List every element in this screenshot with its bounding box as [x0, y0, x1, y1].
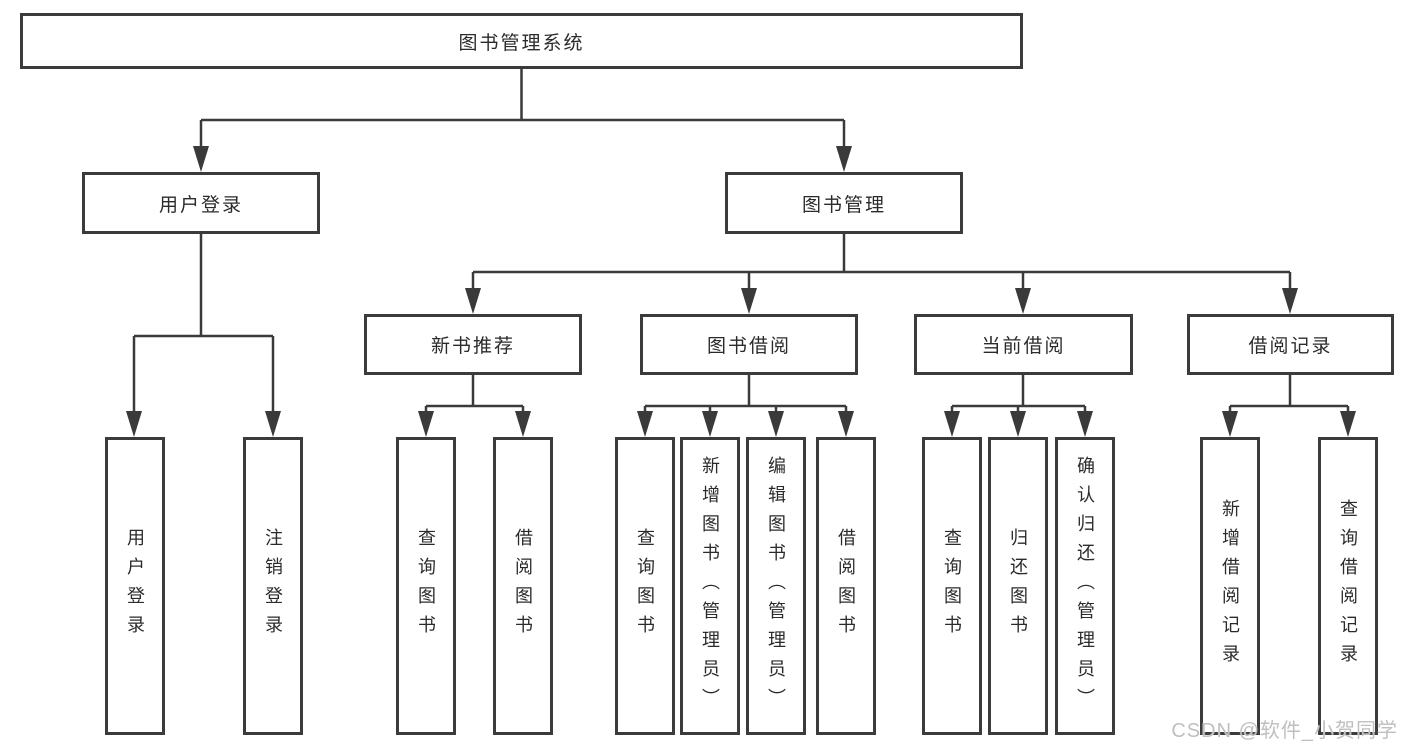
leaf-label: 归还图书 — [1008, 528, 1028, 644]
leaf-label: 编辑图书（管理员） — [766, 455, 786, 717]
leaf-borrow-books: 借阅图书 — [816, 437, 876, 735]
arrowheads — [126, 146, 1356, 437]
node-library-management-system: 图书管理系统 — [20, 13, 1023, 69]
leaf-label: 新增借阅记录 — [1220, 499, 1240, 673]
leaf-return-books: 归还图书 — [988, 437, 1048, 735]
leaf-label: 用户登录 — [125, 528, 145, 644]
leaf-edit-books-admin: 编辑图书（管理员） — [746, 437, 806, 735]
leaf-label: 注销登录 — [263, 528, 283, 644]
leaf-label: 新增图书（管理员） — [700, 455, 720, 717]
node-label: 图书借阅 — [706, 336, 791, 357]
leaf-query-books-recommend: 查询图书 — [396, 437, 456, 735]
leaf-label: 查询图书 — [635, 528, 655, 644]
leaf-label: 查询图书 — [942, 528, 962, 644]
node-book-borrowing: 图书借阅 — [640, 314, 858, 375]
leaf-add-books-admin: 新增图书（管理员） — [680, 437, 740, 735]
leaf-add-borrow-record: 新增借阅记录 — [1200, 437, 1260, 735]
leaf-borrow-books-recommend: 借阅图书 — [493, 437, 553, 735]
node-label: 借阅记录 — [1248, 336, 1333, 357]
leaf-user-login: 用户登录 — [105, 437, 165, 735]
node-label: 当前借阅 — [981, 336, 1066, 357]
node-new-book-recommend: 新书推荐 — [364, 314, 582, 375]
node-label: 用户登录 — [158, 194, 243, 216]
leaf-label: 借阅图书 — [513, 528, 533, 644]
csdn-watermark: CSDN @软件_小贺同学 — [1171, 720, 1398, 742]
node-label: 图书管理系统 — [458, 32, 585, 54]
leaf-query-borrow-record: 查询借阅记录 — [1318, 437, 1378, 735]
leaf-query-books-borrowing: 查询图书 — [615, 437, 675, 735]
leaf-query-books-current: 查询图书 — [922, 437, 982, 735]
leaf-label: 确认归还（管理员） — [1075, 455, 1095, 717]
leaf-label: 查询图书 — [416, 528, 436, 644]
node-borrowing-records: 借阅记录 — [1187, 314, 1394, 375]
leaf-label: 借阅图书 — [836, 528, 856, 644]
node-label: 新书推荐 — [430, 336, 515, 357]
node-user-login: 用户登录 — [82, 172, 320, 234]
leaf-label: 查询借阅记录 — [1338, 499, 1358, 673]
node-book-management: 图书管理 — [725, 172, 963, 234]
leaf-logout: 注销登录 — [243, 437, 303, 735]
leaf-confirm-return-admin: 确认归还（管理员） — [1055, 437, 1115, 735]
node-current-borrowing: 当前借阅 — [914, 314, 1133, 375]
node-label: 图书管理 — [801, 194, 886, 216]
